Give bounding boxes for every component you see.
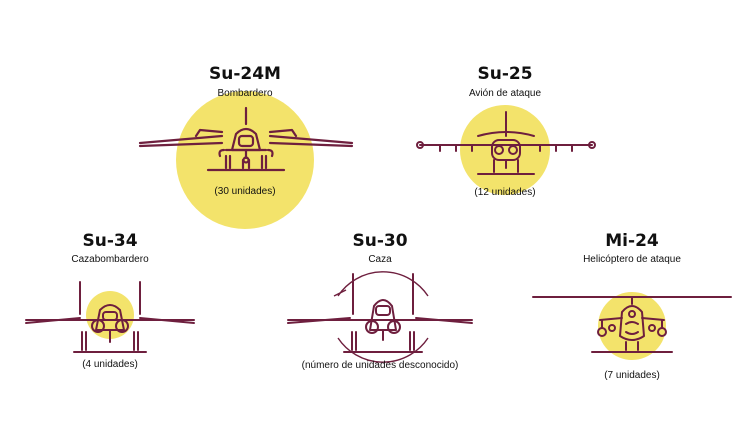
su25-role: Avión de ataque bbox=[469, 88, 542, 99]
su24m-count: (30 unidades) bbox=[214, 186, 275, 197]
mi24-name: Mi-24 bbox=[605, 231, 659, 251]
su25-unit-circle bbox=[460, 105, 550, 195]
su34-unit-circle bbox=[86, 291, 134, 339]
su34-plane-icon bbox=[25, 281, 195, 353]
su25-group: Su-25 Avión de ataque (12 unidades) bbox=[416, 64, 596, 198]
mi24-unit-circle bbox=[598, 292, 666, 360]
mi24-group: Mi-24 Helicóptero de ataque (7 unidades) bbox=[532, 231, 732, 381]
su34-count: (4 unidades) bbox=[82, 359, 138, 370]
su30-role: Caza bbox=[368, 254, 392, 265]
su24m-group: Su-24M Bombardero (30 unidades) bbox=[138, 64, 354, 229]
mi24-role: Helicóptero de ataque bbox=[583, 254, 681, 265]
mi24-helicopter-icon bbox=[532, 296, 732, 353]
su24m-unit-circle bbox=[176, 91, 314, 229]
su30-unknown-circle bbox=[333, 271, 429, 363]
su30-plane-icon bbox=[287, 273, 473, 353]
su34-group: Su-34 Cazabombardero (4 unidades) bbox=[25, 231, 195, 370]
su30-name: Su-30 bbox=[352, 231, 407, 251]
su24m-plane-icon bbox=[138, 106, 354, 172]
su30-count: (número de unidades desconocido) bbox=[302, 360, 459, 371]
su24m-name: Su-24M bbox=[209, 64, 281, 84]
mi24-count: (7 unidades) bbox=[604, 370, 660, 381]
su30-group: Su-30 Caza (número de unidades desconoci… bbox=[287, 231, 473, 371]
su24m-role: Bombardero bbox=[217, 88, 272, 99]
su25-count: (12 unidades) bbox=[474, 187, 535, 198]
su25-plane-icon bbox=[416, 111, 596, 175]
su25-name: Su-25 bbox=[477, 64, 532, 84]
su34-name: Su-34 bbox=[82, 231, 137, 251]
su34-role: Cazabombardero bbox=[71, 254, 149, 265]
